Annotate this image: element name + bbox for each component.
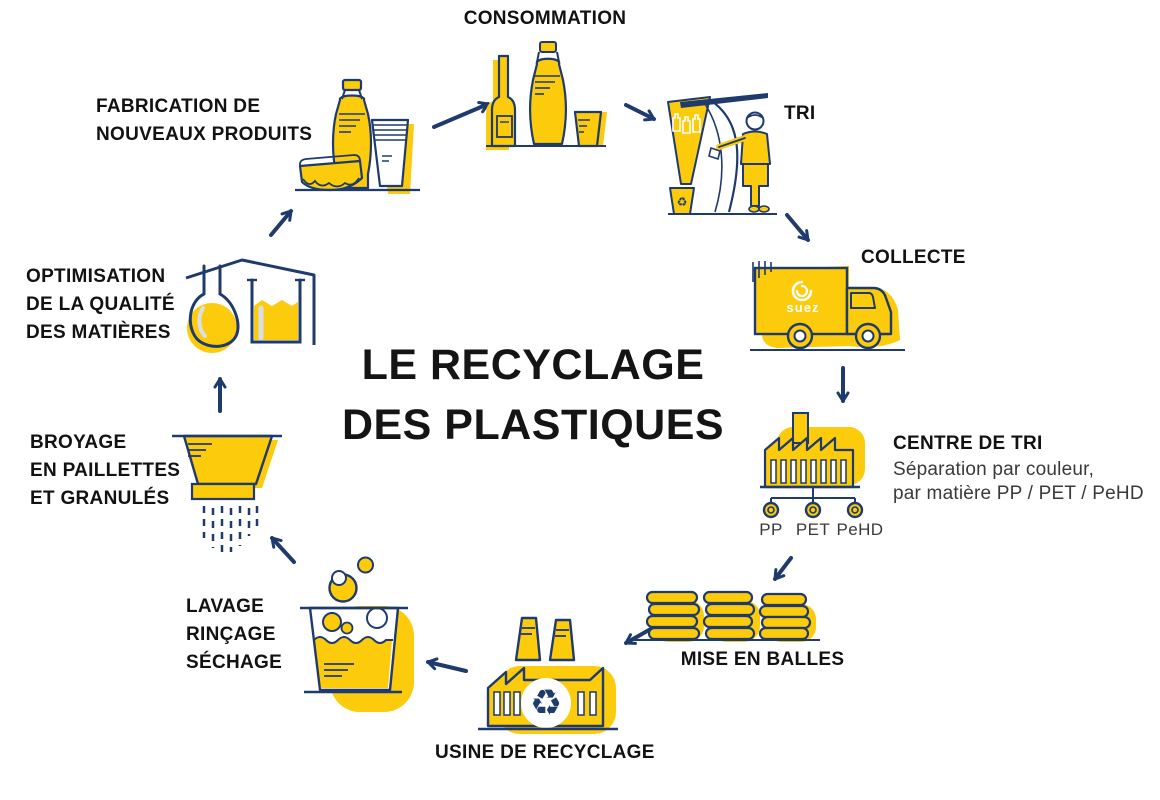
- recycle-badge: [521, 678, 571, 728]
- material-label-pet: PET: [795, 520, 831, 539]
- material-label-pehd: PeHD: [836, 520, 884, 539]
- centre-de-tri-text-block: CENTRE DE TRI Séparation par couleur, pa…: [893, 430, 1144, 506]
- lavage-tub-icon: [300, 556, 414, 712]
- label-et-granules: ET GRANULÉS: [30, 488, 170, 509]
- fabrication-text-block: FABRICATION DE NOUVEAUX PRODUITS: [96, 93, 312, 149]
- bottle-in-hand: [708, 146, 721, 161]
- factory-slots: [493, 691, 597, 716]
- grinder-funnel: [172, 434, 282, 501]
- recycle-icon: ♻: [530, 682, 562, 723]
- label-optimisation: OPTIMISATION: [26, 266, 166, 287]
- sorting-chute: [667, 93, 768, 213]
- plastic-cup: [573, 110, 607, 148]
- bale-stacks: [645, 590, 812, 641]
- food-tray: [298, 154, 364, 192]
- broyage-funnel-icon: [172, 434, 282, 556]
- arrow-fabrication-to-consommation: [432, 101, 490, 129]
- suez-logo-text: suez: [787, 300, 820, 315]
- funnel-collar: [190, 482, 256, 501]
- collecte-truck-icon: suez: [750, 261, 905, 351]
- sorting-branches: [770, 487, 856, 504]
- label-sechage: SÉCHAGE: [186, 652, 283, 673]
- glass-highlight: [197, 306, 207, 338]
- recycle-bin: ♻: [669, 187, 695, 215]
- bubbles: [328, 556, 374, 603]
- label-nouveaux-produits: NOUVEAUX PRODUITS: [96, 124, 313, 145]
- stacked-cups: [370, 118, 410, 188]
- page-title: LE RECYCLAGE DES PLASTIQUES: [328, 335, 738, 455]
- lavage-text-block: LAVAGE RINÇAGE SÉCHAGE: [186, 593, 282, 677]
- label-tri: TRI: [784, 103, 816, 124]
- title-line-1: LE RECYCLAGE: [361, 341, 705, 389]
- arrow-tri-to-collecte: [785, 213, 810, 242]
- tray-scallops: [302, 177, 360, 188]
- optimisation-text-block: OPTIMISATION DE LA QUALITÉ DES MATIÈRES: [26, 263, 175, 347]
- beaker: [247, 278, 305, 344]
- label-de-la-qualite: DE LA QUALITÉ: [26, 294, 175, 315]
- arrow-optimisation-to-fabrication: [269, 209, 293, 237]
- consommation-bottles-icon: [486, 41, 607, 150]
- bottle-pictograms: [672, 113, 701, 134]
- label-lavage: LAVAGE: [186, 596, 265, 617]
- mise-en-balles-icon: [634, 590, 820, 642]
- arrow-centre-to-mise-en-balles: [773, 556, 793, 581]
- label-en-paillettes: EN PAILLETTES: [30, 460, 181, 481]
- label-des-matieres: DES MATIÈRES: [26, 322, 171, 343]
- hatch-lines: [752, 261, 772, 282]
- hatch-lines: [188, 443, 212, 457]
- wash-tub: [300, 606, 408, 694]
- person: [708, 111, 771, 213]
- truck: suez: [752, 261, 893, 350]
- water-line: [313, 636, 393, 644]
- chimneys: [514, 616, 576, 662]
- label-usine-de-recyclage: USINE DE RECYCLAGE: [435, 742, 655, 763]
- wine-bottle: [486, 54, 517, 150]
- centre-desc-line-1: Séparation par couleur,: [893, 459, 1095, 480]
- plastic-bottle: [529, 41, 567, 146]
- arrow-usine-to-lavage: [426, 657, 468, 673]
- label-centre-de-tri: CENTRE DE TRI: [893, 433, 1043, 454]
- label-fabrication-de: FABRICATION DE: [96, 96, 261, 117]
- arrow-lavage-to-broyage: [270, 536, 296, 564]
- factory-slots: [770, 459, 847, 484]
- suez-logo: suez: [787, 280, 820, 315]
- label-broyage: BROYAGE: [30, 432, 127, 453]
- centre-de-tri-factory-icon: [760, 412, 865, 519]
- broyage-text-block: BROYAGE EN PAILLETTES ET GRANULÉS: [30, 429, 180, 513]
- roof-line: [185, 258, 316, 345]
- tri-sorting-icon: ♻: [667, 93, 777, 215]
- stack-lines: [372, 124, 408, 162]
- label-collecte: COLLECTE: [861, 247, 966, 268]
- recycle-icon: ♻: [677, 195, 688, 209]
- round-flask: [187, 264, 240, 353]
- label-consommation: CONSOMMATION: [463, 8, 627, 29]
- material-label-pp: PP: [759, 520, 783, 539]
- label-mise-en-balles: MISE EN BALLES: [680, 649, 845, 670]
- fabrication-products-icon: [295, 78, 420, 194]
- arrow-consommation-to-tri: [624, 103, 656, 122]
- title-line-2: DES PLASTIQUES: [341, 401, 725, 449]
- granule-streams: [202, 506, 259, 556]
- level-marks: [339, 113, 365, 133]
- material-nodes: [762, 501, 864, 519]
- centre-desc-line-2: par matière PP / PET / PeHD: [893, 483, 1144, 504]
- optimisation-lab-icon: [185, 258, 316, 353]
- cab-window: [850, 292, 876, 309]
- depth-marks: [324, 663, 354, 677]
- usine-de-recyclage-icon: ♻: [478, 616, 618, 734]
- label-rincage: RINÇAGE: [186, 624, 276, 645]
